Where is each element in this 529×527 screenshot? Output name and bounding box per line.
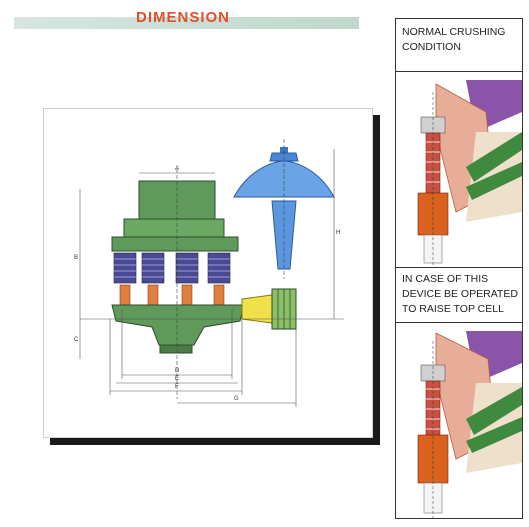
dim-label-d: D: [175, 368, 180, 374]
dim-label-b: B: [74, 255, 78, 261]
dim-label-c: C: [74, 337, 79, 343]
normal-condition-illustration: [417, 80, 522, 267]
normal-condition-label: NORMAL CRUSHING CONDITION: [402, 26, 506, 53]
page-title: DIMENSION: [136, 9, 231, 26]
normal-condition-header-panel: NORMAL CRUSHING CONDITION: [395, 18, 523, 72]
raise-top-cell-label: IN CASE OF THIS DEVICE BE OPERATED TO RA…: [402, 273, 518, 315]
normal-condition-image-panel: [395, 71, 523, 268]
raise-top-cell-image-panel: [395, 322, 523, 519]
raise-top-cell-illustration: [417, 331, 522, 518]
raise-top-cell-header-panel: IN CASE OF THIS DEVICE BE OPERATED TO RA…: [395, 267, 523, 323]
cone-part-illustration: [233, 139, 335, 279]
dim-label-f: F: [175, 384, 179, 390]
dim-label-e: E: [175, 376, 179, 382]
dim-label-a: A: [175, 166, 179, 172]
title-underline-bar: [14, 17, 359, 29]
dimension-diagram: A B C D E F G H: [43, 108, 373, 438]
crusher-body-illustration: [111, 169, 297, 399]
dimension-lines: [79, 149, 344, 407]
dim-label-h: H: [336, 230, 340, 236]
dim-label-g: G: [234, 396, 239, 402]
crusher-dimension-drawing: A B C D E F G H: [74, 139, 344, 407]
